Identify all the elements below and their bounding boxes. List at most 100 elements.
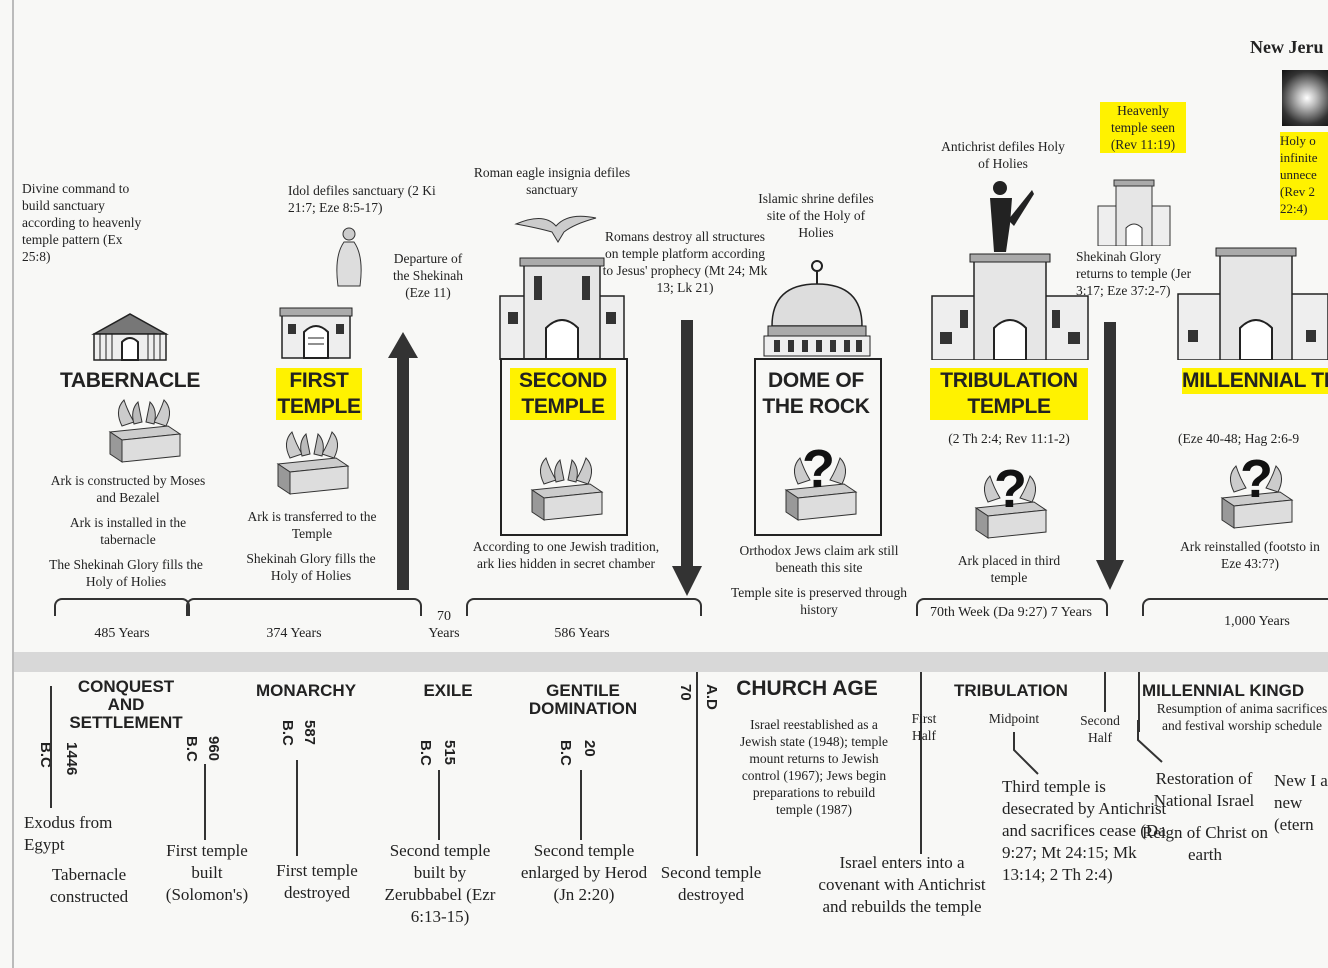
- tick-tribulation-start: [920, 672, 922, 854]
- tick-20: [580, 770, 582, 840]
- second-temple-title: SECOND TEMPLE: [510, 368, 616, 420]
- millennial-temple-ark: Ark reinstalled (footsto in Eze 43:7?): [1180, 539, 1320, 571]
- ark-icon: [108, 399, 182, 463]
- eagle-icon: [514, 215, 597, 243]
- down-arrow-icon: [672, 320, 702, 596]
- era-exile: EXILE: [423, 681, 473, 700]
- second-temple-icon: [499, 257, 625, 360]
- event-tabernacle-constructed: Tabernacle constructed: [49, 865, 129, 906]
- event-first-temple-destroyed: First temple destroyed: [276, 861, 358, 902]
- question-mark-icon: ?: [994, 459, 1027, 519]
- dome-icon: [763, 260, 871, 357]
- event-covenant: Israel enters into a covenant with Antic…: [818, 853, 986, 916]
- tribulation-temple-icon: [931, 253, 1089, 360]
- idol-icon: [336, 227, 362, 287]
- up-arrow-icon: [388, 332, 418, 590]
- second-temple-ark: According to one Jewish tradition, ark l…: [472, 539, 660, 571]
- label-midpoint: Midpoint: [988, 711, 1040, 726]
- antichrist-icon: [990, 181, 1034, 252]
- year-587-bc: B.C: [279, 720, 296, 746]
- second-temple-note: Roman eagle insignia defiles sanctuary: [473, 165, 631, 197]
- first-temple-ark-1: Ark is transferred to the Temple: [247, 509, 377, 541]
- tick-70: [696, 672, 698, 856]
- ark-icon: [784, 457, 858, 521]
- tabernacle-title: TABERNACLE: [59, 369, 201, 392]
- departure-note: Departure of the Shekinah (Eze 11): [392, 251, 464, 300]
- ark-icon: [974, 475, 1048, 539]
- duration-1000: 1,000 Years: [1224, 614, 1290, 629]
- event-second-temple-enlarged: Second temple enlarged by Herod (Jn 2:20…: [520, 841, 648, 904]
- question-mark-icon: ?: [1240, 449, 1273, 509]
- dome-box: [754, 358, 882, 536]
- new-jerusalem-heading: New Jeru: [1250, 37, 1324, 57]
- event-israel-reestablished: Israel reestablished as a Jewish state (…: [739, 717, 889, 817]
- event-resumption-sacrifices: Resumption of anima sacrifices and festi…: [1156, 701, 1328, 733]
- tick-515: [438, 770, 440, 840]
- era-gentile: GENTILE DOMINATION: [528, 681, 638, 718]
- ark-icon: [276, 431, 350, 495]
- brace-70th-week: [916, 598, 1108, 616]
- first-temple-icon: [279, 307, 353, 359]
- event-exodus: Exodus from Egypt: [24, 813, 113, 854]
- year-515-bc: B.C: [417, 740, 434, 766]
- midpoint-connector: [1013, 732, 1039, 775]
- tabernacle-ark-2: Ark is installed in the tabernacle: [69, 515, 187, 547]
- era-monarchy: MONARCHY: [255, 681, 357, 700]
- label-first-half: First Half: [911, 711, 937, 743]
- tabernacle-ark-1: Ark is constructed by Moses and Bezalel: [50, 473, 206, 505]
- tabernacle-ark-3: The Shekinah Glory fills the Holy of Hol…: [49, 557, 203, 589]
- event-second-temple-built: Second temple built by Zerubbabel (Ezr 6…: [384, 841, 496, 926]
- year-20-bc: B.C: [557, 740, 574, 766]
- second-temple-box: [500, 358, 628, 536]
- millennium-connector: [1137, 720, 1163, 763]
- tribulation-temple-title: TRIBULATION TEMPLE: [930, 368, 1088, 420]
- event-third-temple-desecrated: Third temple is desecrated by Antichrist…: [1002, 777, 1167, 884]
- ark-icon: [1220, 465, 1294, 529]
- millennial-temple-title: MILLENNIAL TEMPLE: [1182, 368, 1328, 394]
- event-restoration-israel: Restoration of National Israel: [1153, 769, 1255, 810]
- tribulation-temple-ref: (2 Th 2:4; Rev 11:1-2): [948, 431, 1070, 446]
- year-70: 70: [677, 684, 694, 701]
- year-1446: 1446: [63, 742, 80, 776]
- tribulation-temple-ark: Ark placed in third temple: [957, 553, 1061, 585]
- event-new-partial: New I a new (etern: [1274, 771, 1328, 834]
- page-left-border: [12, 0, 14, 968]
- era-tribulation: TRIBULATION: [954, 681, 1068, 700]
- era-millennial-kingdom: MILLENNIAL KINGD: [1142, 682, 1305, 700]
- year-20: 20: [581, 740, 598, 757]
- event-second-temple-destroyed: Second temple destroyed: [660, 863, 762, 904]
- heavenly-temple-note: Heavenly temple seen (Rev 11:19): [1100, 102, 1186, 153]
- duration-70: 70 Years: [428, 609, 460, 641]
- year-960-bc: B.C: [183, 736, 200, 762]
- duration-374: 374 Years: [266, 626, 322, 641]
- tick-1446: [50, 686, 52, 808]
- duration-586: 586 Years: [554, 626, 610, 641]
- label-second-half: Second Half: [1080, 713, 1120, 745]
- down-arrow-icon: [1096, 322, 1124, 590]
- tabernacle-icon: [91, 313, 169, 361]
- brace-374: [186, 598, 422, 616]
- tribulation-note: Antichrist defiles Holy of Holies: [941, 139, 1065, 171]
- shekinah-returns-note: Shekinah Glory returns to temple (Jer 3:…: [1076, 249, 1192, 298]
- millennial-temple-ref: (Eze 40-48; Hag 2:6-9: [1178, 431, 1300, 446]
- brace-1000: [1142, 598, 1328, 616]
- dome-title: DOME OF THE ROCK: [762, 369, 870, 418]
- duration-485: 485 Years: [94, 626, 150, 641]
- dome-note: Islamic shrine defiles site of the Holy …: [758, 191, 874, 240]
- heavenly-temple-icon: [1097, 179, 1171, 246]
- timeline-band: [14, 652, 1328, 672]
- event-first-temple-built: First temple built (Solomon's): [165, 841, 249, 904]
- question-mark-icon: ?: [802, 439, 835, 499]
- millennial-temple-icon: [1177, 247, 1328, 360]
- tick-587: [296, 760, 298, 856]
- tick-960: [204, 764, 206, 840]
- duration-70th-week: 70th Week (Da 9:27) 7 Years: [930, 605, 1092, 620]
- era-church-age: CHURCH AGE: [736, 677, 878, 700]
- first-temple-note: Idol defiles sanctuary (2 Ki 21:7; Eze 8…: [288, 183, 436, 215]
- event-reign-of-christ: Reign of Christ on earth: [1141, 823, 1269, 864]
- brace-485: [54, 598, 190, 616]
- dome-ark-2: Temple site is preserved through history: [730, 585, 907, 617]
- era-conquest: CONQUEST AND SETTLEMENT: [69, 677, 183, 732]
- brace-586: [466, 598, 702, 616]
- romans-destroy-note: Romans destroy all structures on temple …: [602, 229, 768, 295]
